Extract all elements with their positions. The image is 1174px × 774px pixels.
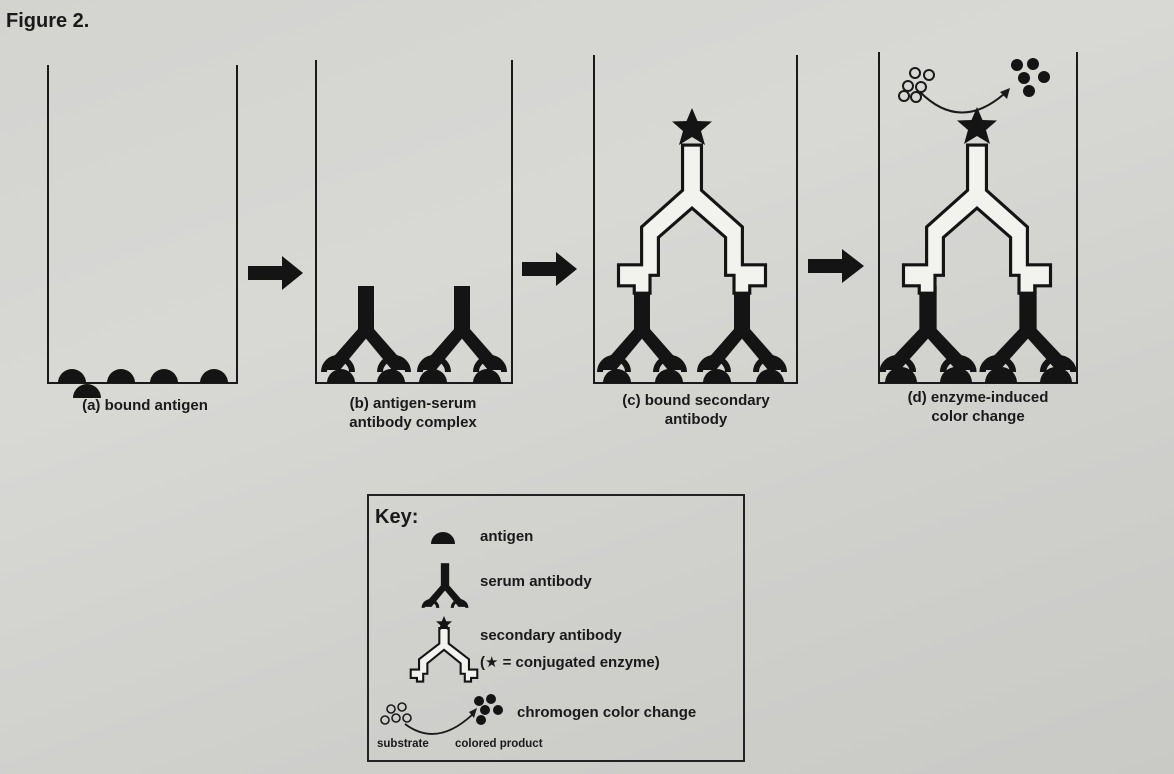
substrate-icon	[380, 702, 412, 725]
antigen-a1	[58, 369, 86, 383]
colored-product-icon	[474, 694, 503, 725]
key-box: Key: antigen serum antibody secondar	[367, 494, 745, 762]
serum-antibody-icon	[420, 561, 470, 610]
key-colored-product-label: colored product	[455, 738, 543, 750]
key-chromogen-label: chromogen color change	[517, 704, 697, 721]
well-b	[315, 60, 513, 384]
key-title: Key:	[375, 506, 419, 528]
colored-product-icon	[1011, 58, 1050, 97]
caption-c: (c) bound secondary antibody	[622, 392, 770, 428]
secondary-antibody-icon	[409, 626, 479, 683]
serum-antibody-c2	[698, 286, 786, 372]
serum-antibody-b1	[322, 286, 410, 372]
well-c	[593, 55, 798, 384]
arrow-icon	[808, 249, 864, 283]
caption-a: (a) bound antigen	[82, 397, 208, 414]
key-secondary-antibody-label: secondary antibody	[480, 627, 622, 644]
key-substrate-label: substrate	[377, 738, 429, 750]
key-icons	[380, 532, 503, 735]
well-a	[47, 65, 238, 398]
antigen-a4	[200, 369, 228, 383]
enzyme-star-icon	[672, 108, 712, 145]
antigen-a3	[150, 369, 178, 383]
serum-antibody-b2	[418, 286, 506, 372]
arrow-icon	[522, 252, 577, 286]
key-conjugated-enzyme-label: (★ = conjugated enzyme)	[480, 654, 660, 671]
caption-d: (d) enzyme-induced color change	[907, 389, 1049, 425]
figure-title: Figure 2.	[6, 10, 90, 32]
substrate-icon	[898, 67, 935, 103]
arrow-icon	[248, 256, 303, 290]
well-d	[879, 52, 1077, 384]
reaction-arrow	[919, 91, 1005, 114]
key-serum-antibody-label: serum antibody	[480, 573, 592, 590]
key-antigen-label: antigen	[480, 528, 534, 545]
antigen-a2	[107, 369, 135, 383]
antigen-icon	[431, 532, 455, 544]
serum-antibody-c1	[598, 286, 686, 372]
caption-b: (b) antigen-serum antibody complex	[349, 395, 477, 431]
